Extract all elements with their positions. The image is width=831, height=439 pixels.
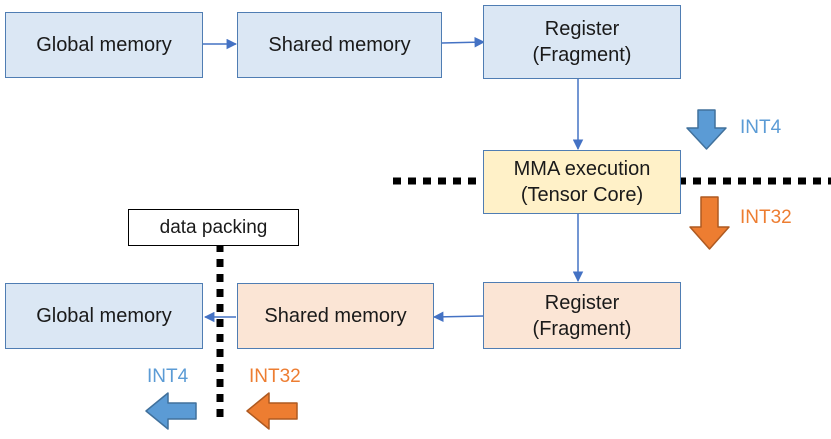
top-register-box: Register (Fragment) [483, 5, 681, 79]
top-register-label-line1: Register [544, 18, 620, 40]
arrow-top-shared-to-register [441, 36, 486, 48]
int32-left-arrow-icon [246, 392, 298, 430]
top-global-memory-label: Global memory [36, 34, 172, 56]
int4-down-arrow-icon [686, 109, 727, 150]
arrow-bottom-register-to-shared [432, 311, 485, 323]
bottom-int4-label: INT4 [147, 366, 189, 387]
top-global-memory-box: Global memory [5, 12, 203, 78]
bottom-shared-memory-label: Shared memory [264, 305, 407, 327]
bottom-shared-memory-box: Shared memory [237, 283, 434, 349]
mma-label-line1: MMA execution [513, 158, 651, 180]
data-packing-box: data packing [128, 209, 299, 246]
bottom-register-box: Register (Fragment) [483, 282, 681, 349]
top-shared-memory-label: Shared memory [268, 34, 411, 56]
bottom-register-label-line1: Register [544, 291, 620, 314]
right-int32-label: INT32 [740, 207, 792, 228]
int32-down-arrow-icon [689, 196, 730, 250]
int4-left-arrow-icon [145, 392, 197, 430]
mma-label-line2: (Tensor Core) [520, 184, 644, 206]
top-shared-memory-box: Shared memory [237, 12, 442, 78]
bottom-global-memory-box: Global memory [5, 283, 203, 349]
top-register-label-line2: (Fragment) [532, 44, 632, 66]
bottom-int32-label: INT32 [249, 366, 301, 387]
right-int4-label: INT4 [740, 117, 782, 138]
bottom-register-label-line2: (Fragment) [532, 317, 632, 340]
data-packing-label: data packing [159, 216, 268, 238]
mma-execution-box: MMA execution (Tensor Core) [483, 150, 681, 214]
bottom-global-memory-label: Global memory [36, 305, 172, 327]
